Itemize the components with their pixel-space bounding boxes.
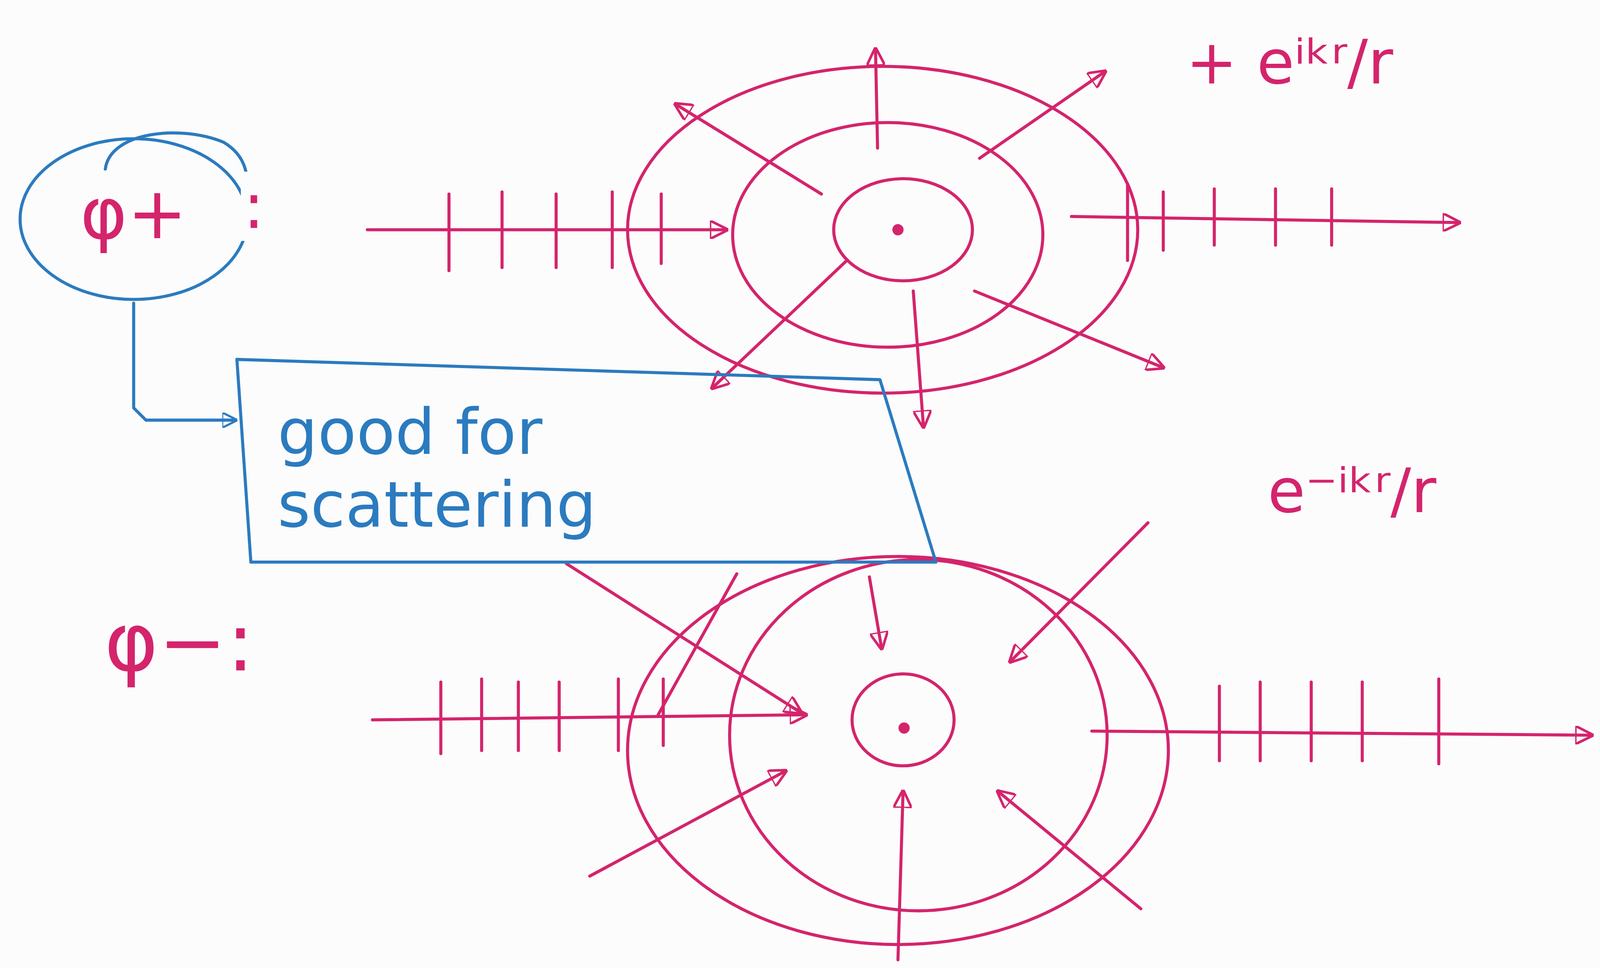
loop-stroke xyxy=(20,138,248,300)
incoming-wave xyxy=(372,522,1592,960)
outgoing-arrow xyxy=(974,290,1164,368)
wavefront xyxy=(732,122,1043,348)
node-text-holder: good for scattering xyxy=(236,359,936,562)
colon-mark: : xyxy=(240,171,267,242)
incoming-arrow xyxy=(897,790,904,960)
outgoing-wave xyxy=(367,49,1460,427)
outgoing-arrow xyxy=(979,71,1105,159)
note-box: good for scattering xyxy=(236,359,936,562)
wavefront xyxy=(851,673,954,766)
outgoing-formula: + eⁱᵏʳ/r xyxy=(1183,28,1396,97)
wavefront xyxy=(627,556,1169,945)
outgoing-arrow xyxy=(712,260,847,388)
state-label: φ−: xyxy=(101,596,257,687)
outgoing-arrow xyxy=(875,49,878,149)
scatterer-dot xyxy=(894,225,903,234)
transmitted-wave xyxy=(1091,730,1593,735)
incoming-arrow xyxy=(997,790,1141,909)
incoming-arrow xyxy=(589,770,786,876)
transmitted-wave xyxy=(1071,216,1460,223)
incident-wave xyxy=(367,228,727,232)
flow-arrow xyxy=(133,303,237,420)
incoming-stroke xyxy=(658,573,738,715)
incident-wave xyxy=(372,714,806,720)
scatterer-dot xyxy=(899,723,909,732)
wavefront xyxy=(833,178,973,281)
incoming-formula: e⁻ⁱᵏʳ/r xyxy=(1265,457,1439,525)
outgoing-arrow xyxy=(675,104,822,194)
state-bubble: φ+ xyxy=(15,124,253,304)
wave-ticks xyxy=(1127,183,1332,261)
node-label: φ+ xyxy=(80,172,188,255)
incoming-arrow xyxy=(1010,522,1148,662)
node-text-holder: φ+ xyxy=(15,124,253,304)
wavefront xyxy=(729,559,1107,911)
incoming-arrow xyxy=(566,563,801,713)
wave-ticks xyxy=(440,678,664,754)
node-label: good for scattering xyxy=(277,395,813,542)
wave-ticks xyxy=(1219,678,1440,764)
wave-ticks xyxy=(448,192,662,271)
incoming-arrow xyxy=(869,576,882,649)
outgoing-arrow xyxy=(913,290,924,427)
box-stroke xyxy=(236,359,936,562)
